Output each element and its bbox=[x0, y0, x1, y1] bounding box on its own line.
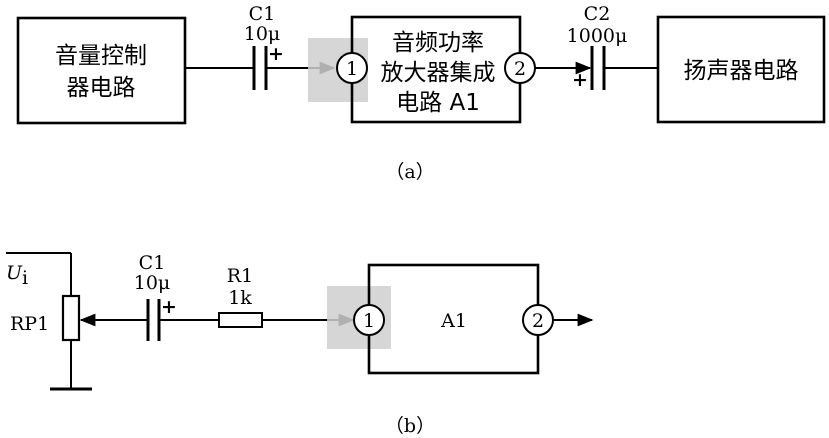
pin2-label-a: 2 bbox=[514, 58, 526, 80]
input-label-sub: i bbox=[22, 267, 28, 289]
pot-label: RP1 bbox=[10, 313, 49, 335]
pin1-circle-b bbox=[353, 304, 385, 336]
r1-name: R1 bbox=[227, 265, 253, 287]
volume-block-text-1: 音量控制 bbox=[55, 43, 147, 69]
resistor-r1 bbox=[218, 312, 263, 328]
pin1-label-b: 1 bbox=[363, 310, 375, 332]
cap-c1-polarity: + bbox=[268, 43, 284, 65]
amp-text-1: 音频功率 bbox=[392, 30, 484, 56]
amp-text-3: 电路 A1 bbox=[396, 90, 480, 116]
cap-c2-value: 1000μ bbox=[567, 25, 628, 47]
input-label-u: U bbox=[6, 262, 23, 284]
volume-block-text-2: 器电路 bbox=[67, 75, 136, 101]
pin2-label-b: 2 bbox=[532, 310, 544, 332]
caption-b: （b） bbox=[385, 415, 435, 437]
speaker-text: 扬声器电路 bbox=[684, 58, 799, 84]
cap-c2-polarity: + bbox=[572, 69, 588, 91]
cap-c1-name: C1 bbox=[249, 3, 276, 25]
diagram-a: 音量控制 器电路 C1 10μ + 1 2 音频功率 放大器集成 电路 A1 C… bbox=[16, 3, 826, 183]
r1-value: 1k bbox=[228, 287, 252, 309]
cap-c1b-value: 10μ bbox=[134, 272, 171, 294]
speaker-block bbox=[656, 15, 826, 124]
cap-c1b-name: C1 bbox=[139, 252, 166, 274]
amp-text-2: 放大器集成 bbox=[381, 60, 496, 86]
volume-control-block bbox=[16, 16, 187, 125]
pin1-circle-a bbox=[336, 52, 368, 84]
amp-label-b: A1 bbox=[440, 310, 467, 332]
caption-a: （a） bbox=[385, 161, 434, 183]
potentiometer-rp1 bbox=[61, 294, 81, 342]
cap-c1b-polarity: + bbox=[161, 296, 177, 318]
pin1-label-a: 1 bbox=[346, 58, 358, 80]
cap-c2-name: C2 bbox=[584, 3, 611, 25]
diagram-b: U i RP1 C1 10μ + R1 1k 1 A1 2 （b） bbox=[6, 252, 594, 437]
cap-c1-value: 10μ bbox=[244, 23, 281, 45]
